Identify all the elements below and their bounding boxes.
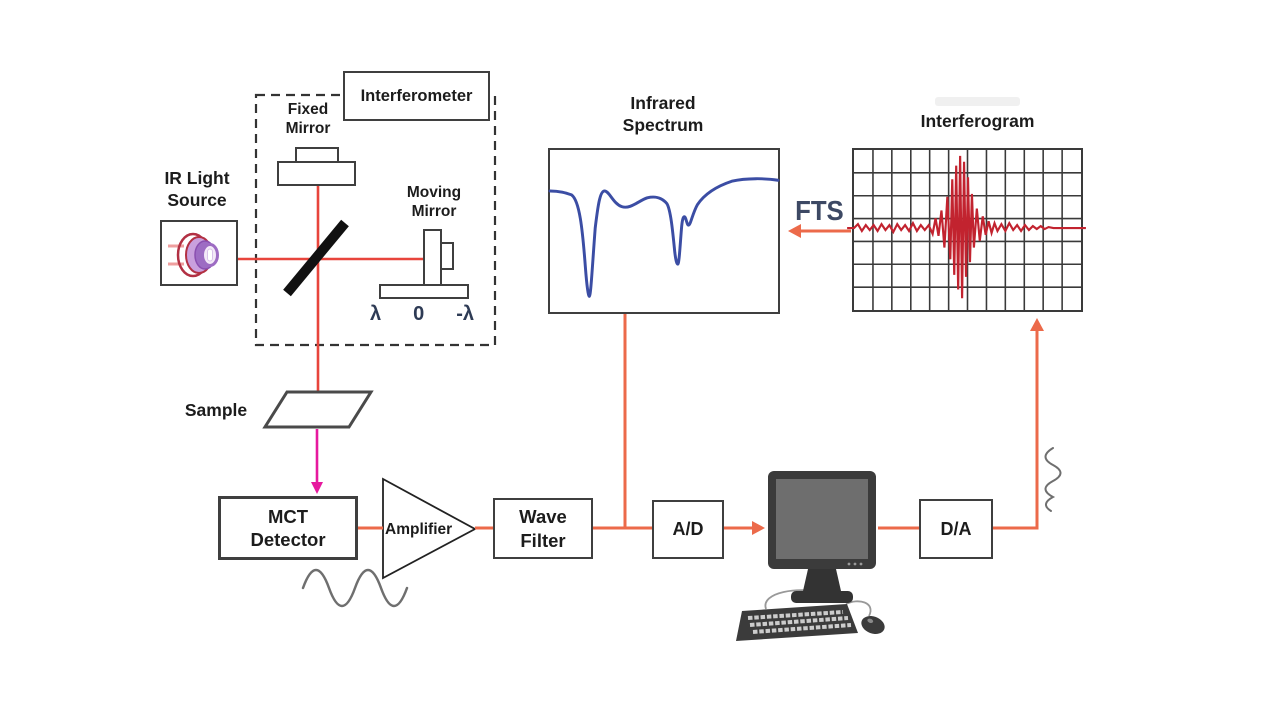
fixed-mirror-shape [277,147,356,186]
mouse [861,616,885,634]
da-converter-label: D/A [940,518,972,539]
zero-label: 0 [413,303,425,325]
computer-icon [736,471,885,641]
monitor-stand [803,569,841,591]
moving-mirror-label: Moving Mirror [406,184,462,221]
mirror-position-scale: λ 0 -λ [370,303,474,326]
monitor-screen [776,479,868,559]
spectrum-curve [548,177,780,298]
amplifier-label: Amplifier [385,521,453,538]
beamsplitter [283,219,349,297]
interferogram-title: Interferogram [920,111,1035,131]
ad-converter-label: A/D [672,519,704,540]
neg-lambda-label: -λ [456,303,474,325]
fixed-mirror-label: Fixed Mirror [285,101,331,138]
moving-mirror-shape [379,229,469,299]
sample-label: Sample [184,400,248,420]
sample-plate [262,390,374,429]
da-signal-squiggle-icon [1044,447,1062,512]
wave-filter-label: Wave Filter [519,506,567,551]
ir-light-source-box [160,220,238,286]
interferometer-boundary [254,93,497,347]
interferogram-plot [847,148,1086,312]
lambda-label: λ [370,303,382,325]
infrared-spectrum-plot [548,148,780,314]
interferogram-signal [847,155,1086,299]
infrared-spectrum-title: Infrared Spectrum [622,93,704,135]
fts-label: FTS [795,195,844,226]
wave-filter-box: Wave Filter [493,498,593,559]
analog-wave-icon [301,568,409,608]
circuit-lines [358,224,1044,535]
da-converter-box: D/A [919,499,993,559]
mct-detector-label: MCT Detector [250,505,326,550]
monitor-base [791,591,853,603]
mct-detector-box: MCT Detector [218,496,358,560]
interferometer-title-box: Interferometer [343,71,490,121]
ir-light-source-label: IR Light Source [164,168,230,210]
interferometer-title: Interferometer [360,86,473,105]
faded-artifact [935,97,1020,106]
magenta-arrowhead [311,482,323,494]
ir-lamp-icon [168,232,219,278]
ad-converter-box: A/D [652,500,724,559]
